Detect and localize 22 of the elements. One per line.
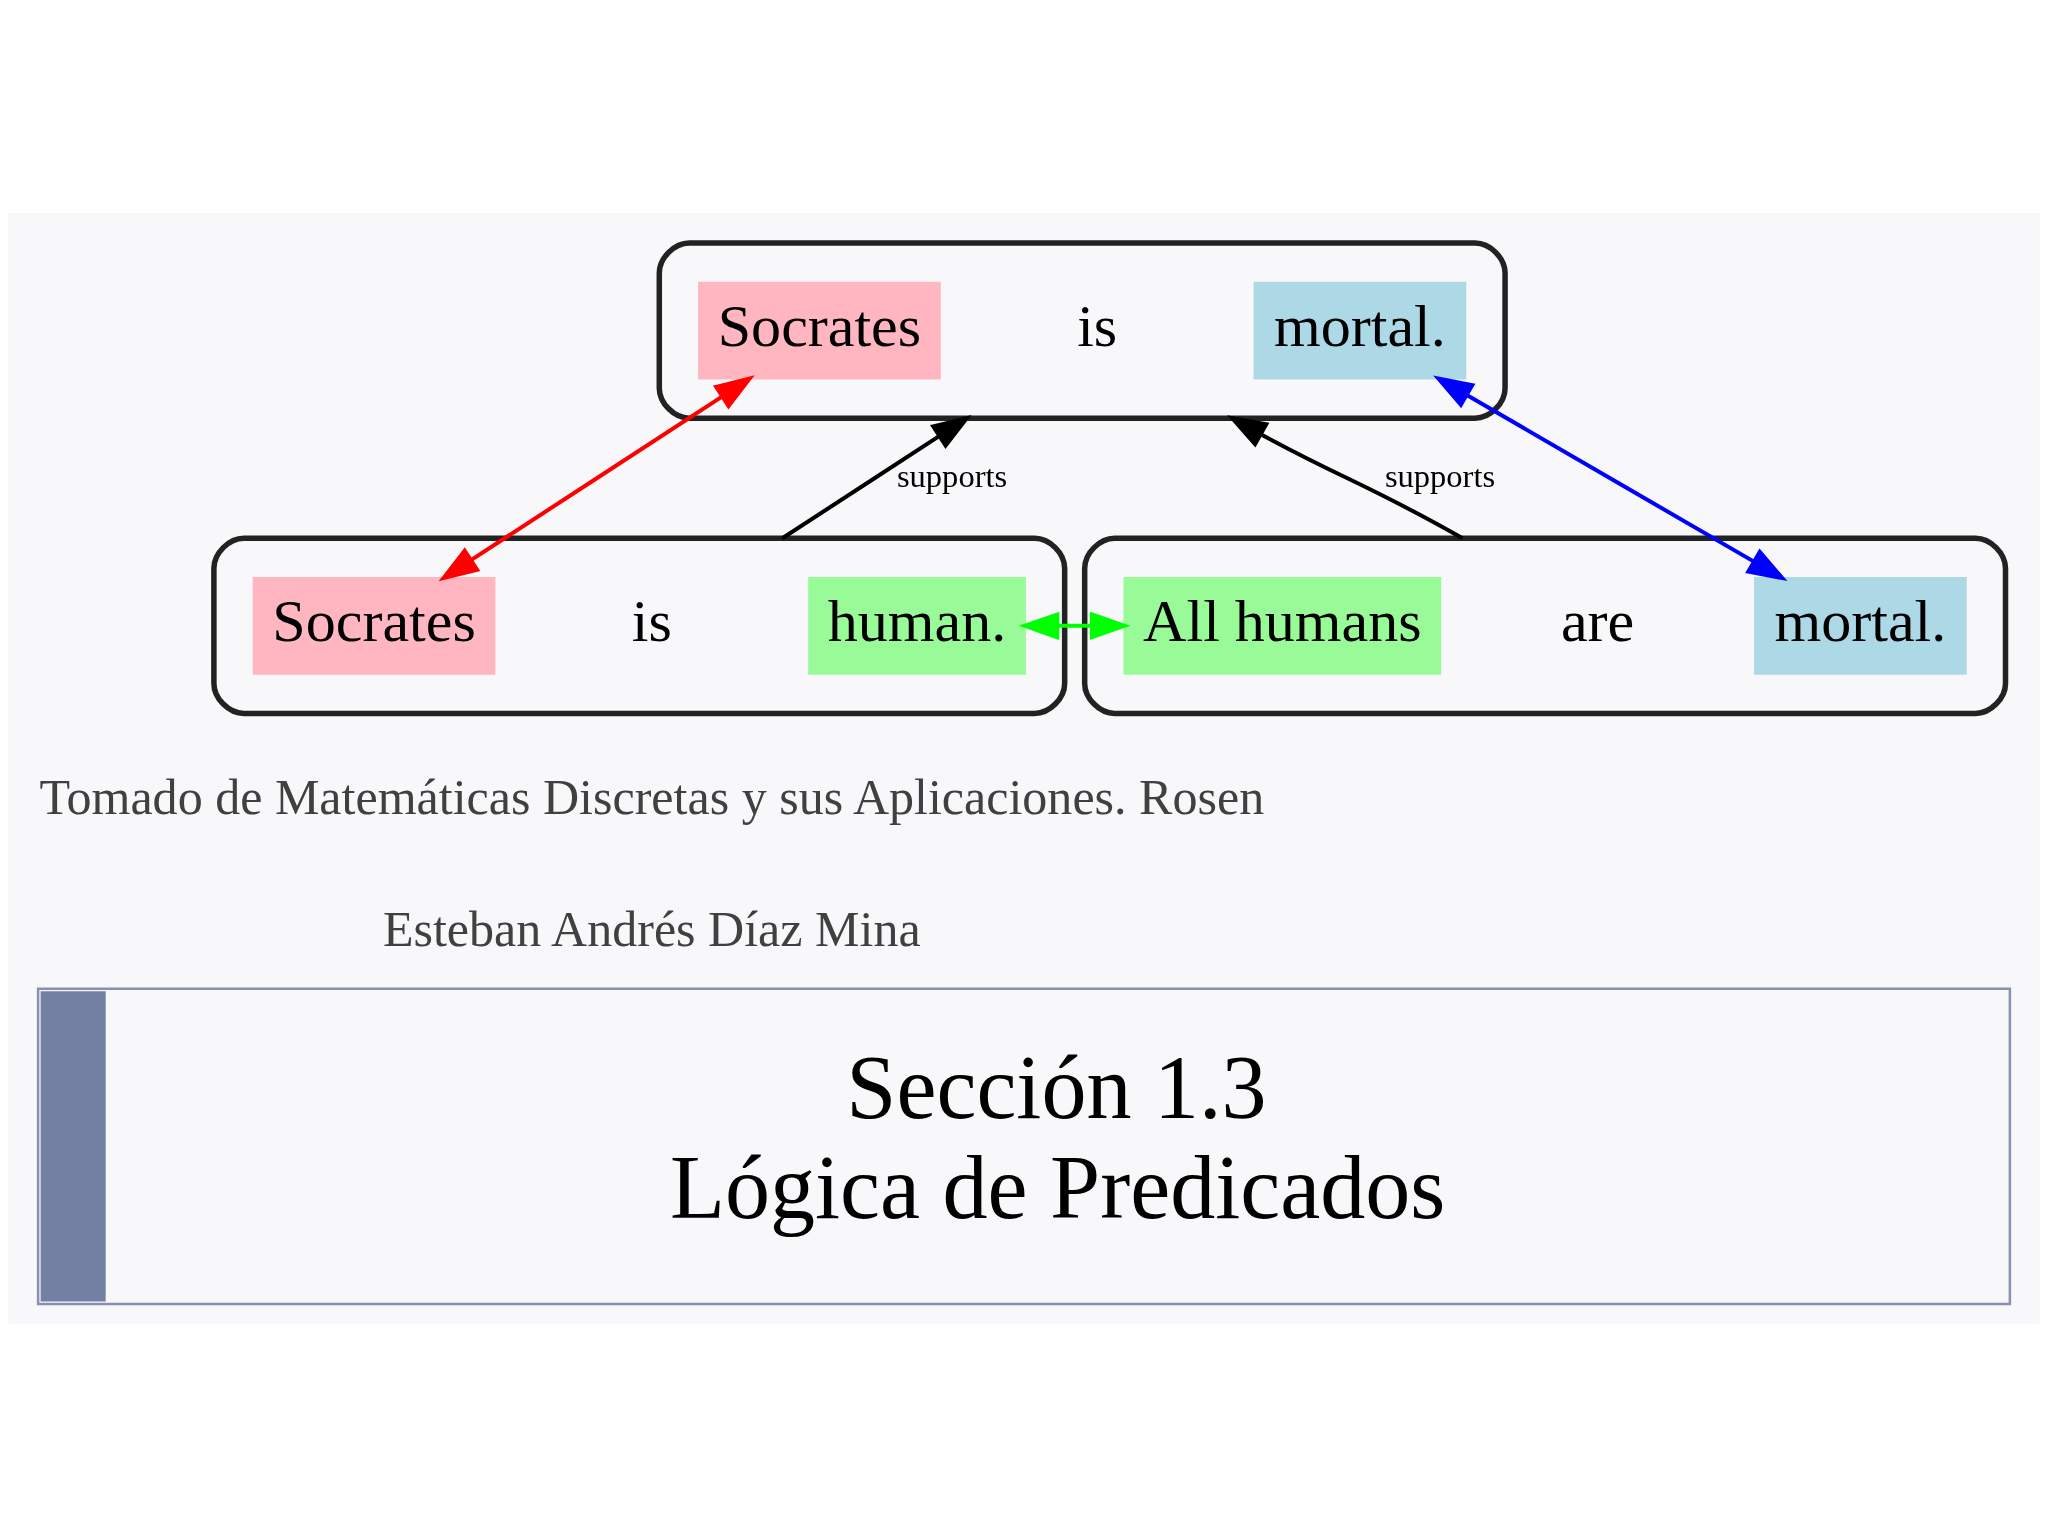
node-box: Socrates xyxy=(252,576,496,675)
arrow xyxy=(438,374,755,581)
arrow xyxy=(1018,611,1131,640)
node-box: Socrates xyxy=(698,281,941,379)
node-text: are xyxy=(1560,586,1635,654)
cluster xyxy=(1081,535,2009,716)
arrow xyxy=(781,414,972,540)
cluster xyxy=(211,535,1068,716)
label: Tomado de Matemáticas Discretas y sus Aplicaciones. Rosen xyxy=(39,768,1265,825)
node-text: is xyxy=(631,586,672,654)
node-box: human. xyxy=(808,576,1026,675)
label: Esteban Andrés Díaz Mina xyxy=(382,900,921,957)
node-text: is xyxy=(1077,291,1118,359)
arrow xyxy=(1227,414,1464,540)
diagram-title: Sección 1.3 Lógica de Predicados xyxy=(669,1037,1446,1237)
node-box: mortal. xyxy=(1754,576,1967,675)
edge-label: supports xyxy=(1384,457,1496,494)
node-box: mortal. xyxy=(1253,281,1467,379)
cluster xyxy=(656,239,1508,421)
edge-label: supports xyxy=(896,457,1008,494)
node-box: All humans xyxy=(1123,576,1442,675)
arrow xyxy=(1433,375,1788,581)
